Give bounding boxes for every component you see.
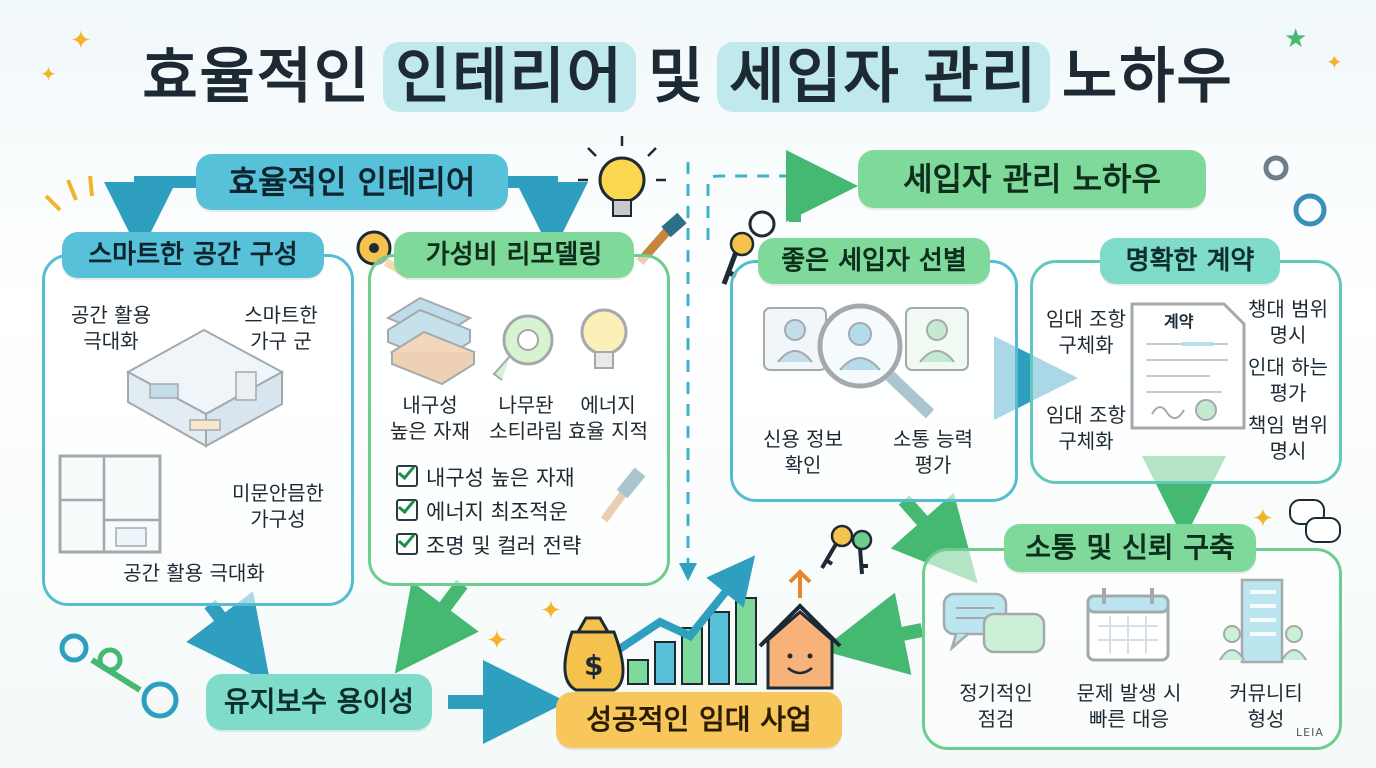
spark-lines-left: [44, 175, 94, 212]
keys-icon-center: [820, 524, 873, 575]
title-part-2: 인테리어: [383, 42, 636, 112]
title-part-5: 노하우: [1062, 42, 1234, 112]
checklist-item-2: 에너지 최조적운: [396, 496, 568, 526]
trust-panel: [922, 548, 1342, 750]
remodel-title: 가성비 리모델링: [394, 232, 634, 278]
contract-doc-title: 계약: [1164, 312, 1194, 331]
trust-item-2: 문제 발생 시 빠른 대응: [1076, 681, 1182, 731]
result-label: 성공적인 임대 사업: [556, 692, 842, 748]
gear-icon-left: [59, 633, 179, 719]
contract-label-top-left: 임대 조항 구체화: [1046, 307, 1126, 357]
house-icon: [758, 569, 842, 690]
dashed-to-right-header: [706, 174, 790, 240]
tenant-title: 좋은 세입자 선별: [758, 238, 990, 284]
smart-space-title: 스마트한 공간 구성: [62, 232, 324, 278]
svg-text:$: $: [584, 649, 603, 682]
chat-icon-right: [1289, 499, 1341, 543]
remodel-item-1: 내구성 높은 자재: [390, 393, 470, 443]
title-part-3: 및: [647, 42, 706, 112]
tenant-label-communication: 소통 능력 평가: [893, 427, 973, 477]
smart-space-label-top-right: 스마트한 가구 군: [244, 303, 318, 353]
smart-space-label-top-left: 공간 활용 극대화: [71, 303, 151, 353]
maintenance-label: 유지보수 용이성: [206, 674, 432, 730]
sparkle-icon: ✦: [1252, 504, 1274, 534]
growth-chart-icon: [615, 555, 757, 685]
contract-label-bottom-right: 책임 범위 명시: [1248, 413, 1328, 463]
contract-label-mid-right: 인대 하는 평가: [1248, 355, 1328, 405]
contract-title: 명확한 계약: [1100, 238, 1280, 284]
checklist-item-3: 조명 및 컬러 전략: [396, 530, 581, 560]
money-bag-icon: $: [563, 616, 625, 692]
remodel-item-2: 나무돤 소티라림: [489, 393, 563, 443]
smart-space-panel: [42, 254, 354, 606]
trust-item-1: 정기적인 점검: [959, 681, 1033, 731]
tenant-label-credit: 신용 정보 확인: [763, 427, 843, 477]
sparkle-icon: ✦: [70, 26, 92, 56]
arrow-up-to-right-header: [786, 150, 858, 222]
left-section-header: 효율적인 인테리어: [196, 154, 508, 210]
title-part-4: 세입자 관리: [717, 42, 1051, 112]
trust-item-3: 커뮤니티 형성: [1229, 681, 1303, 731]
arrow-trust-to-result: [820, 592, 924, 675]
light-bulb-icon-top: [578, 136, 666, 217]
contract-label-top-right: 챙대 범위 명시: [1248, 297, 1328, 347]
checklist-item-1: 내구성 높은 자재: [396, 462, 575, 492]
smart-space-label-bottom: 공간 활용 극대화: [123, 561, 265, 585]
arrow-header-to-smart-space: [104, 176, 200, 254]
sparkle-icon: ✦: [540, 596, 562, 626]
arrow-remodel-to-maintenance: [394, 579, 479, 674]
right-section-header: 세입자 관리 노하우: [858, 150, 1206, 208]
remodel-item-3: 에너지 효율 지적: [568, 393, 648, 443]
sparkle-icon: ✦: [40, 62, 57, 86]
sparkle-icon: ✦: [486, 626, 508, 656]
watermark-logo: LEIA: [1296, 726, 1324, 739]
arrow-tenant-to-trust: [890, 492, 978, 584]
smart-space-label-right: 미문안믐한 가구성: [232, 481, 324, 531]
arrow-header-to-remodel: [500, 176, 588, 254]
remodel-panel: [368, 254, 670, 586]
gear-icon-right: [1263, 155, 1327, 227]
title-part-1: 효율적인: [142, 42, 372, 112]
contract-panel: [1030, 260, 1342, 484]
sparkle-icon: ✦: [1326, 50, 1343, 74]
arrow-smart-to-maintenance: [186, 591, 271, 684]
star-icon: ★: [1284, 24, 1308, 54]
trust-title: 소통 및 신뢰 구축: [1004, 524, 1256, 572]
contract-label-bottom-left: 임대 조항 구체화: [1046, 403, 1126, 453]
